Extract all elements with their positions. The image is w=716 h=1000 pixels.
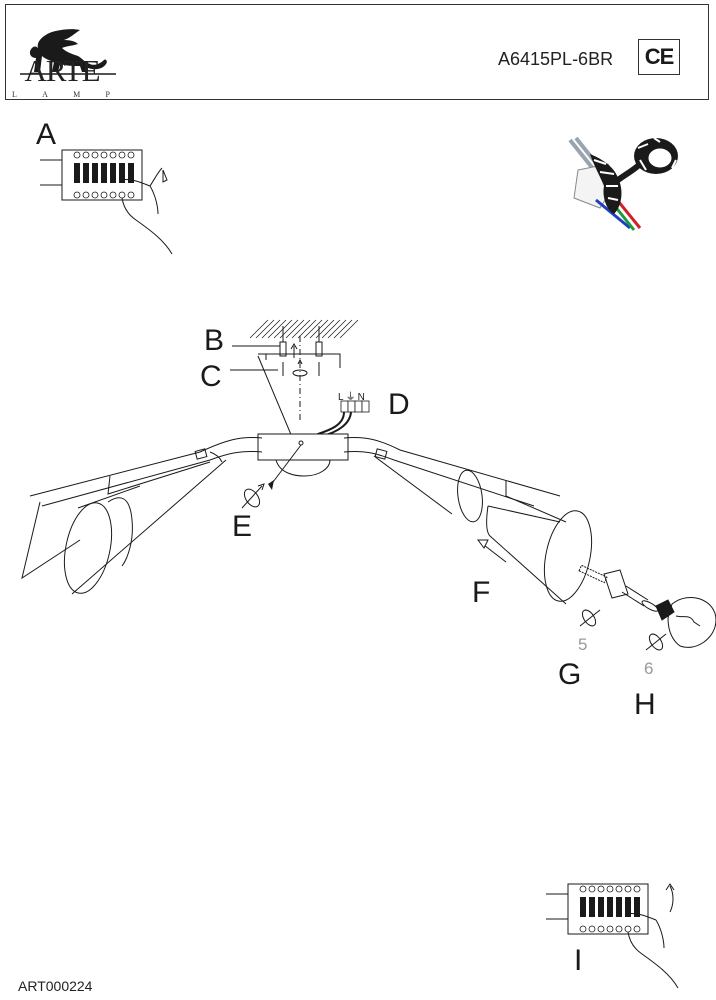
circuit-breaker-off-icon <box>40 149 173 255</box>
circuit-breaker-on-icon <box>546 883 679 989</box>
step-label-g: G <box>558 658 582 691</box>
step-number-5: 5 <box>578 635 588 654</box>
rotate-arrow-icon <box>645 633 667 651</box>
brand-sub-letter: P <box>105 90 110 99</box>
ce-mark: CE <box>638 39 680 75</box>
terminal-labels: L⏚N <box>338 388 367 403</box>
light-bulb-icon <box>655 596 716 648</box>
step-label-a: A <box>36 118 57 151</box>
terminal-live-label: L <box>338 392 346 403</box>
brand-name: ARTE <box>24 53 100 88</box>
step-number-6: 6 <box>644 659 654 678</box>
insulating-tape-icon <box>568 136 678 231</box>
brand-sub-letter: L <box>12 90 17 99</box>
step-label-i: I <box>574 944 583 977</box>
step-label-e: E <box>232 510 253 543</box>
lamp-holder <box>578 564 659 612</box>
brand-sub-letter: M <box>73 90 81 99</box>
brand-subtitle: L A M P <box>12 90 110 99</box>
model-number: A6415PL-6BR <box>498 49 614 69</box>
rotate-arrow-icon <box>579 609 601 627</box>
ceiling-hatch <box>249 319 359 339</box>
document-header: ARTE L A M P A6415PL-6BR CE <box>5 4 709 100</box>
winged-lion-icon <box>20 29 116 75</box>
step-label-d: D <box>388 388 410 421</box>
step-label-f: F <box>472 576 491 609</box>
terminal-neutral-label: N <box>357 392 367 403</box>
brand-sub-letter: A <box>42 90 48 99</box>
fixture-assembly-diagram <box>21 319 716 651</box>
step-label-h: H <box>634 688 656 721</box>
step-label-c: C <box>200 360 222 393</box>
step-label-b: B <box>204 324 225 357</box>
document-code: ART000224 <box>18 978 93 994</box>
terminal-earth-label: ⏚ <box>345 392 358 403</box>
rotate-arrow-icon <box>241 483 265 509</box>
